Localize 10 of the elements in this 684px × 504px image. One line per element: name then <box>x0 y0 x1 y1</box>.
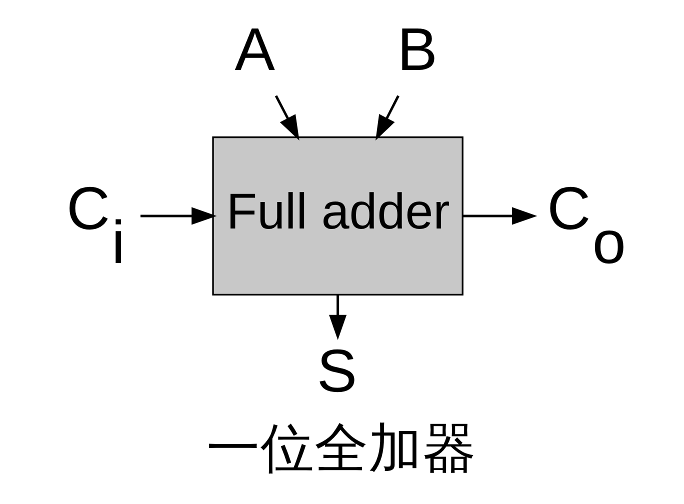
node-text: S <box>316 336 358 405</box>
arrow <box>376 95 400 140</box>
node-box: Full adder <box>212 136 464 296</box>
arrow <box>462 207 538 225</box>
arrow <box>329 295 347 340</box>
caption: 一位全加器 <box>206 418 476 479</box>
arrow <box>140 207 217 225</box>
node-text: B <box>397 14 438 83</box>
node-text: A <box>234 14 276 83</box>
arrow <box>274 95 300 140</box>
